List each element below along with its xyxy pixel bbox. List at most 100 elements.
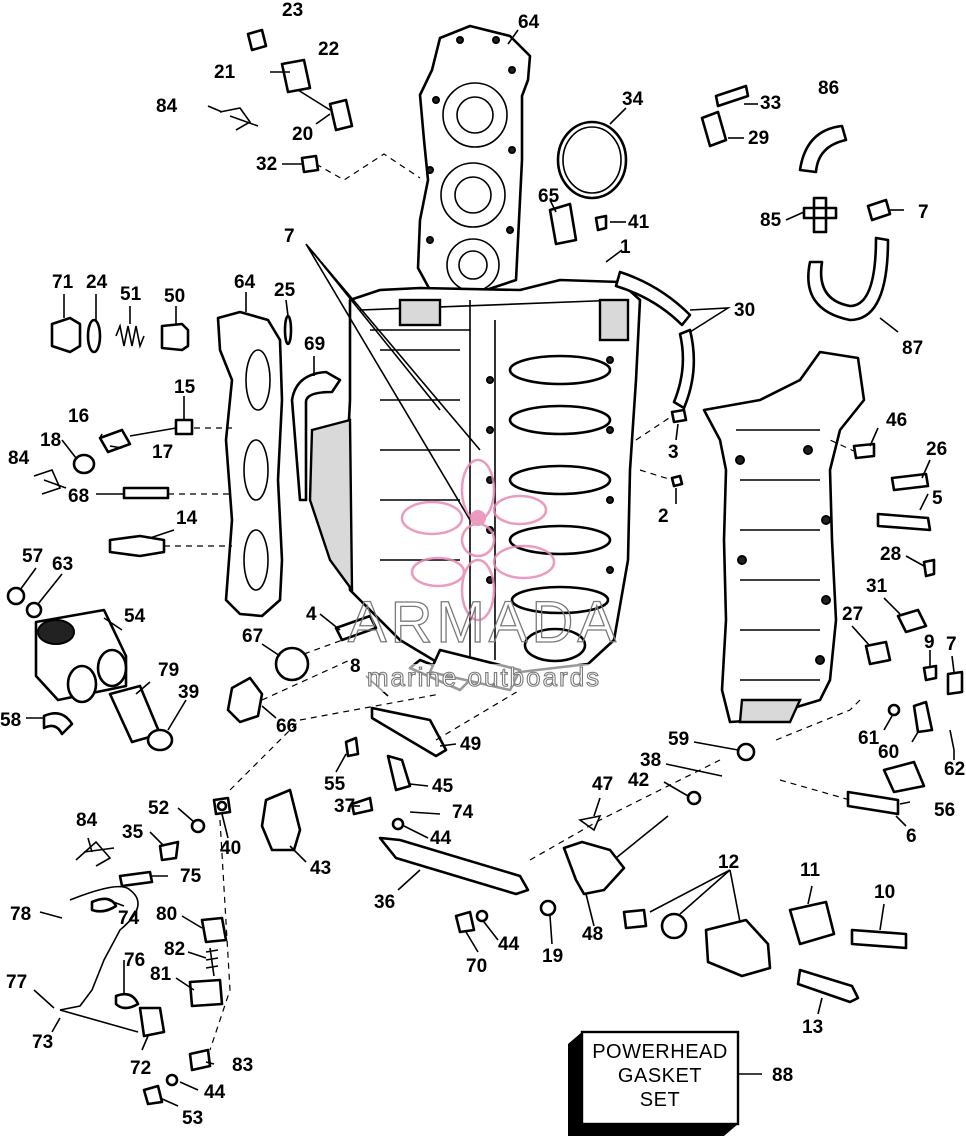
- linkage-49: [370, 706, 448, 758]
- gasket-set-box: POWERHEAD GASKET SET: [568, 1030, 740, 1136]
- plug-32: [300, 154, 320, 174]
- callout-69: 69: [304, 334, 325, 355]
- callout-10: 10: [874, 882, 895, 903]
- gasket-box-line1: POWERHEAD: [592, 1041, 728, 1063]
- callout-31: 31: [866, 576, 888, 597]
- callout-14: 14: [176, 508, 198, 529]
- callout-34: 34: [622, 89, 644, 110]
- watermark-brand: ARMADA: [348, 590, 620, 655]
- callout-61: 61: [858, 728, 880, 749]
- parts-layer: [6, 24, 964, 1106]
- callout-38: 38: [640, 750, 661, 771]
- callout-22: 22: [318, 39, 339, 60]
- washer-67: [274, 646, 310, 682]
- watermark: ARMADA marine outboards: [340, 458, 624, 693]
- callout-42: 42: [628, 770, 649, 791]
- callout-68: 68: [68, 486, 89, 507]
- bracket-81: [188, 978, 224, 1008]
- callout-82: 82: [164, 939, 185, 960]
- screw-35: [158, 840, 180, 862]
- valve-50: [160, 322, 190, 352]
- callout-27: 27: [842, 604, 863, 625]
- plug-53: [142, 1084, 164, 1106]
- callout-19: 19: [542, 946, 563, 967]
- callout-50: 50: [164, 286, 185, 307]
- bushing-11: [788, 900, 836, 946]
- callout-79: 79: [158, 660, 179, 681]
- hose-30-upper: [614, 270, 692, 327]
- spark-plug-14: [108, 534, 166, 558]
- callout-18: 18: [40, 430, 61, 451]
- starter-motor-54: [34, 608, 128, 704]
- watermark-flower-logo: [400, 458, 556, 622]
- tee-fitting-85: [802, 196, 838, 234]
- callout-72: 72: [130, 1058, 151, 1079]
- callout-74-lower: 74: [118, 908, 140, 929]
- bracket-65: [548, 202, 578, 246]
- clip-47: [578, 814, 602, 832]
- bracket-56: [882, 760, 926, 794]
- fitting-46: [852, 442, 876, 460]
- callout-52: 52: [148, 798, 169, 819]
- hose-87: [807, 236, 890, 322]
- sensor-72: [138, 1006, 166, 1038]
- callout-80: 80: [156, 904, 177, 925]
- callout-59: 59: [668, 729, 689, 750]
- screw-70: [454, 910, 476, 934]
- link-rod-36: [378, 836, 530, 896]
- side-cover-plate: [216, 310, 284, 618]
- bracket-60: [912, 700, 934, 734]
- callout-46: 46: [886, 410, 907, 431]
- watermark-subtitle: marine outboards: [367, 662, 601, 692]
- exhaust-manifold: [702, 350, 866, 724]
- mount-12: [704, 918, 772, 978]
- connector-15: [174, 418, 194, 436]
- clamp-58: [42, 712, 74, 736]
- washer-44-low: [165, 1073, 179, 1087]
- bolt-26: [890, 472, 930, 492]
- callout-37: 37: [334, 796, 355, 817]
- callout-26: 26: [926, 439, 947, 460]
- bracket-31: [896, 608, 928, 634]
- callout-88: 88: [772, 1065, 793, 1086]
- callout-60: 60: [878, 742, 899, 763]
- callout-35: 35: [122, 822, 144, 843]
- screw-41: [594, 214, 608, 232]
- washer-59: [736, 742, 756, 762]
- callout-67: 67: [242, 626, 263, 647]
- callout-6: 6: [906, 826, 917, 847]
- callout-58: 58: [0, 710, 21, 731]
- washer-44: [391, 817, 405, 831]
- callout-65: 65: [538, 186, 560, 207]
- clip-74: [90, 897, 118, 913]
- washer-40b: [216, 800, 228, 812]
- callout-32: 32: [256, 154, 277, 175]
- callout-86: 86: [818, 78, 839, 99]
- callout-5: 5: [932, 488, 943, 509]
- clip-84-mid: [33, 469, 67, 495]
- callout-48: 48: [582, 924, 603, 945]
- callout-9: 9: [924, 632, 935, 653]
- callout-41: 41: [628, 212, 650, 233]
- dashed-lines: [164, 153, 861, 1051]
- callout-12: 12: [718, 852, 739, 873]
- callout-53: 53: [182, 1108, 203, 1129]
- callout-64-side: 64: [234, 272, 256, 293]
- washer-52: [190, 818, 206, 834]
- callout-85: 85: [760, 210, 782, 231]
- callout-54: 54: [124, 606, 146, 627]
- sender-75: [118, 870, 154, 888]
- callout-20: 20: [292, 124, 313, 145]
- gasket-box-line3: SET: [640, 1089, 680, 1111]
- callout-24: 24: [86, 272, 108, 293]
- elbow-7: [946, 670, 964, 696]
- grommet-18: [72, 453, 96, 475]
- gasket-box-line2: GASKET: [618, 1065, 702, 1087]
- washer-42: [686, 790, 702, 806]
- bushing-39: [146, 728, 174, 752]
- washer-61: [887, 703, 901, 717]
- callout-44-low: 44: [204, 1082, 226, 1103]
- hose-86: [798, 124, 848, 174]
- washer-63: [25, 601, 43, 619]
